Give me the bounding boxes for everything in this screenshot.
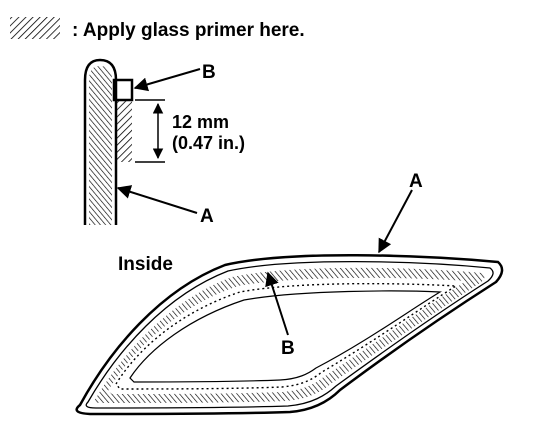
- legend: : Apply glass primer here.: [10, 17, 305, 41]
- glass-inner-opening: [129, 290, 443, 383]
- legend-text: : Apply glass primer here.: [72, 20, 305, 41]
- glass-b-leader: [265, 271, 289, 336]
- detail-a-leader: [116, 185, 198, 214]
- glass-inner-edge: [85, 260, 494, 409]
- detail-label-b: B: [202, 62, 216, 83]
- detail-b-leader: [133, 68, 201, 92]
- primer-band-a: [89, 66, 112, 225]
- window-glass-drawing: Inside A B: [75, 171, 504, 416]
- glass-label-a: A: [409, 171, 423, 192]
- glass-outer-edge: [75, 253, 504, 416]
- dimension-mm-label: 12 mm: [172, 112, 229, 132]
- dimension-in-label: (0.47 in.): [172, 133, 245, 153]
- molding-square: [112, 78, 134, 102]
- primer-band-glass: [94, 267, 485, 403]
- legend-hatch-swatch: [10, 17, 60, 39]
- glass-a-leader: [378, 189, 413, 254]
- detail-label-a: A: [200, 206, 214, 227]
- glass-edge-profile: [83, 58, 118, 225]
- cross-section-detail: B 12 mm (0.47 in.) A: [83, 58, 245, 227]
- glass-label-b: B: [281, 338, 295, 359]
- inside-label: Inside: [118, 254, 173, 275]
- primer-zone-b: [116, 100, 132, 162]
